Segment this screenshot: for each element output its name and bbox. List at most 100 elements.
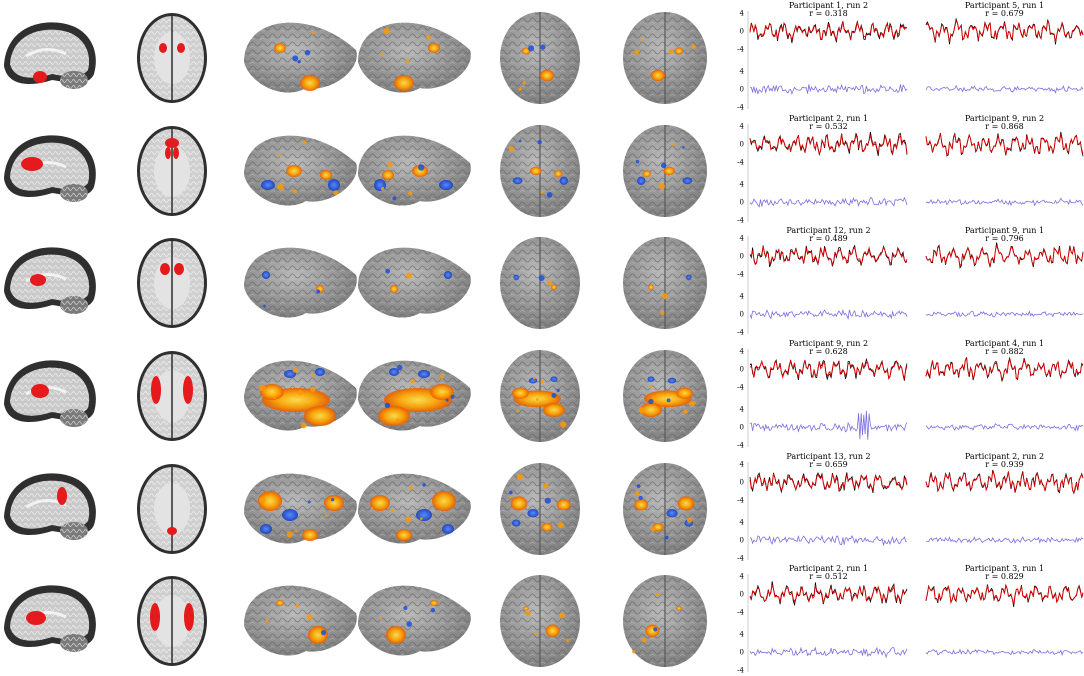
surface-render xyxy=(623,350,707,442)
negative-activation xyxy=(416,509,432,521)
negative-activation xyxy=(518,139,522,143)
residual-signal xyxy=(925,648,1084,657)
positive-activation xyxy=(292,189,297,194)
timecourse-panel: Participant 9, run 1r = 0.796 xyxy=(925,226,1084,318)
y-tick-label: 4 xyxy=(740,519,745,527)
positive-activation xyxy=(683,409,688,414)
panel-title: Participant 2, run 1 xyxy=(789,114,868,123)
negative-activation xyxy=(508,490,513,495)
negative-activation xyxy=(512,177,523,185)
positive-activation xyxy=(638,407,646,414)
positive-activation xyxy=(419,517,423,521)
positive-activation xyxy=(324,495,344,511)
positive-activation xyxy=(540,380,544,384)
timecourse-panel: Participant 5, run 1r = 0.679 xyxy=(925,1,1084,94)
axial-slice xyxy=(137,238,207,328)
negative-activation xyxy=(546,191,553,198)
sagittal-gyri xyxy=(10,480,90,529)
positive-activation xyxy=(691,44,696,49)
observed-signal xyxy=(749,357,908,381)
positive-activation xyxy=(295,604,299,608)
panel-title: Participant 4, run 1 xyxy=(965,339,1044,348)
positive-activation xyxy=(302,529,318,541)
correlation-label: r = 0.489 xyxy=(809,234,848,243)
positive-activation xyxy=(390,508,395,512)
surface-render xyxy=(500,463,580,555)
residual-signal xyxy=(749,308,908,321)
y-tick-label: 4 xyxy=(740,631,745,639)
negative-activation xyxy=(297,59,301,64)
y-tick-label: 4 xyxy=(740,348,745,356)
surface-render xyxy=(244,585,357,656)
observed-signal xyxy=(749,244,908,268)
positive-activation xyxy=(534,632,538,636)
positive-activation xyxy=(259,384,266,392)
correlation-label: r = 0.796 xyxy=(985,234,1024,243)
positive-activation xyxy=(394,75,414,91)
positive-activation xyxy=(379,616,383,620)
roi-blob xyxy=(183,376,193,404)
positive-activation xyxy=(540,190,544,194)
positive-activation xyxy=(512,387,529,399)
positive-activation xyxy=(661,293,668,300)
y-tick-label: 0 xyxy=(740,537,744,545)
positive-activation xyxy=(380,53,384,57)
gyri-texture xyxy=(244,247,357,318)
positive-activation xyxy=(668,49,674,55)
positive-activation xyxy=(382,170,394,180)
negative-activation xyxy=(320,629,327,636)
surface-render xyxy=(500,237,580,329)
negative-activation xyxy=(513,274,519,281)
sagittal-slice xyxy=(4,247,96,314)
observed-signal xyxy=(749,131,908,157)
negative-activation xyxy=(559,176,568,185)
residual-signal xyxy=(749,83,908,95)
negative-activation xyxy=(403,605,408,611)
positive-activation xyxy=(396,529,412,541)
surface-render xyxy=(358,360,471,431)
residual-signal xyxy=(749,196,908,208)
surface-render xyxy=(623,12,707,104)
timecourse-panel: Participant 2, run 1r = 0.532 xyxy=(749,114,908,208)
y-axis: 40-440-4 xyxy=(737,573,749,675)
negative-activation xyxy=(374,179,386,191)
positive-activation xyxy=(551,284,557,291)
negative-activation xyxy=(292,55,299,62)
cerebellum-folia xyxy=(60,409,88,427)
negative-activation xyxy=(316,289,321,294)
negative-activation xyxy=(664,535,669,540)
negative-activation xyxy=(635,159,640,164)
positive-activation xyxy=(648,284,654,291)
y-axis: 40-440-4 xyxy=(737,123,749,225)
positive-activation xyxy=(300,422,307,429)
roi-blob xyxy=(165,147,171,159)
gyri-texture xyxy=(244,585,357,656)
predicted-signal xyxy=(925,357,1084,382)
positive-activation xyxy=(560,421,567,428)
negative-activation xyxy=(444,271,452,279)
y-tick-label: 0 xyxy=(740,199,744,207)
positive-activation xyxy=(676,606,682,611)
positive-activation xyxy=(302,140,307,145)
positive-activation xyxy=(508,146,515,152)
roi-blob xyxy=(57,487,67,505)
predicted-signal xyxy=(749,21,908,42)
negative-activation xyxy=(666,398,671,403)
predicted-signal xyxy=(749,359,908,380)
negative-activation xyxy=(512,519,521,527)
negative-activation xyxy=(660,162,667,169)
positive-activation xyxy=(430,384,454,400)
y-tick-label: 0 xyxy=(740,253,744,261)
positive-activation xyxy=(542,403,566,417)
y-tick-label: -4 xyxy=(737,384,744,392)
observed-signal xyxy=(925,583,1084,607)
surface-render xyxy=(623,125,707,217)
axial-slice xyxy=(137,126,207,216)
cerebellum-folia xyxy=(60,184,88,202)
cerebellum-folia xyxy=(60,522,88,540)
surface-render xyxy=(500,12,580,104)
positive-activation xyxy=(632,650,636,654)
negative-activation xyxy=(392,196,397,201)
positive-activation xyxy=(522,81,526,85)
positive-activation xyxy=(640,38,644,42)
